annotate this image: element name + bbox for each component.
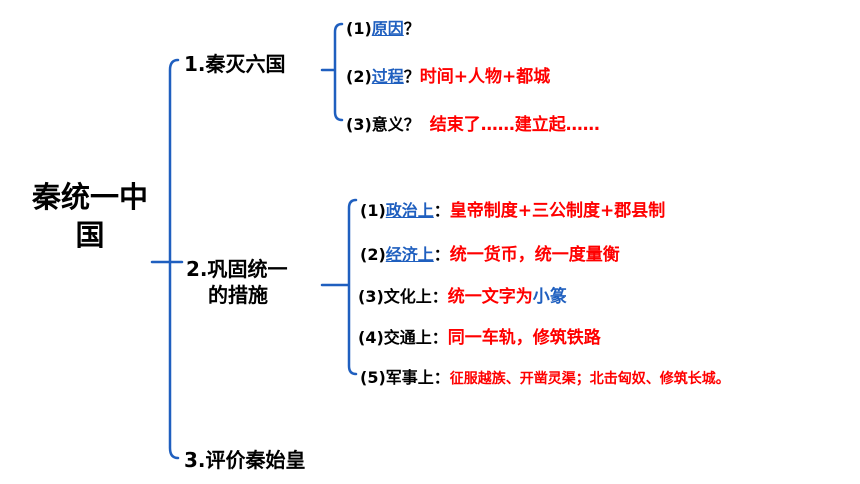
b2-item-1: (1)政治上：皇帝制度+三公制度+郡县制 bbox=[360, 196, 665, 221]
branch-2-label-line-2: 的措施 bbox=[208, 283, 268, 307]
link-reason[interactable]: 原因 bbox=[371, 19, 404, 38]
root-topic: 秦统一中 国 bbox=[20, 178, 160, 254]
branch1-bracket bbox=[320, 22, 344, 122]
item-punct: ： bbox=[431, 287, 448, 306]
item-answer: 同一车轨，修筑铁路 bbox=[447, 328, 601, 348]
b2-item-2: (2)经济上：统一货币，统一度量衡 bbox=[360, 240, 620, 265]
item-punct: ： bbox=[433, 201, 450, 220]
item-answer: 统一文字为 bbox=[447, 287, 533, 307]
item-key: 文化上 bbox=[383, 287, 432, 306]
item-punct: ？ bbox=[403, 115, 420, 134]
item-answer: 征服越族、开凿灵渠；北击匈奴、修筑长城。 bbox=[449, 371, 730, 387]
item-punct: ： bbox=[431, 328, 448, 347]
item-key: 交通上 bbox=[383, 328, 432, 347]
item-answer-extra: 小篆 bbox=[532, 287, 567, 307]
branch2-bracket bbox=[320, 198, 358, 376]
item-answer: 结束了……建立起…… bbox=[429, 115, 600, 135]
branch-2-label-line-1: 2.巩固统一 bbox=[186, 257, 288, 281]
branch-1-label: 1.秦灭六国 bbox=[184, 52, 286, 76]
branch-3-label: 3.评价秦始皇 bbox=[184, 448, 306, 472]
item-num: (5) bbox=[360, 368, 386, 387]
b1-item-2: (2)过程？时间+人物+都城 bbox=[346, 62, 550, 87]
item-answer: 统一货币，统一度量衡 bbox=[449, 245, 620, 265]
item-num: (3) bbox=[358, 287, 384, 306]
item-punct: ？ bbox=[403, 19, 420, 38]
item-key: 意义 bbox=[371, 115, 404, 134]
item-num: (1) bbox=[360, 201, 386, 220]
item-num: (2) bbox=[360, 245, 386, 264]
item-punct: ？ bbox=[403, 67, 420, 86]
item-num: (1) bbox=[346, 19, 372, 38]
root-line-1: 秦统一中 bbox=[31, 180, 148, 214]
link-economy[interactable]: 经济上 bbox=[385, 245, 434, 264]
item-num: (3) bbox=[346, 115, 372, 134]
branch-2-label: 2.巩固统一 的措施 bbox=[186, 256, 288, 308]
main-bracket bbox=[150, 58, 180, 460]
item-num: (2) bbox=[346, 67, 372, 86]
item-answer: 时间+人物+都城 bbox=[419, 67, 551, 87]
root-line-2: 国 bbox=[75, 218, 105, 252]
b2-item-4: (4)交通上：同一车轨，修筑铁路 bbox=[358, 323, 601, 348]
link-politics[interactable]: 政治上 bbox=[385, 201, 434, 220]
item-key: 军事上 bbox=[385, 368, 434, 387]
link-process[interactable]: 过程 bbox=[371, 67, 404, 86]
b2-item-3: (3)文化上：统一文字为小篆 bbox=[358, 282, 567, 307]
item-num: (4) bbox=[358, 328, 384, 347]
b1-item-1: (1)原因？ bbox=[346, 15, 420, 39]
b1-item-3: (3)意义？ 结束了……建立起…… bbox=[346, 110, 600, 135]
item-punct: ： bbox=[433, 368, 450, 387]
item-punct: ： bbox=[433, 245, 450, 264]
item-answer: 皇帝制度+三公制度+郡县制 bbox=[449, 201, 666, 221]
b2-item-5: (5)军事上：征服越族、开凿灵渠；北击匈奴、修筑长城。 bbox=[360, 364, 730, 388]
